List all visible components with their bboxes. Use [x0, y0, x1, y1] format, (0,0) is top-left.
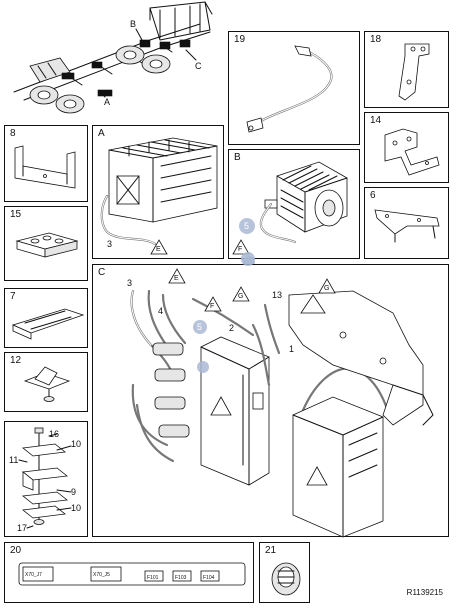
panel-fasteners: 16 10 11 9 10 17: [4, 421, 88, 537]
panel-21-label: 21: [265, 545, 277, 556]
grommet-drawing: [271, 562, 301, 596]
fastener-ref-9: 9: [71, 487, 77, 497]
panel-7: 7: [4, 288, 88, 348]
panel-a-tri-e: E: [156, 246, 161, 253]
tag-f104: F104: [203, 575, 215, 581]
clamp-12-drawing: [23, 366, 71, 402]
motor-drawing: [232, 161, 348, 268]
chassis-overview: B C A: [0, 0, 225, 120]
panel-6-label: 6: [370, 190, 376, 201]
panel-21: 21: [259, 542, 310, 603]
panel-a-ref-3: 3: [107, 239, 113, 249]
document-id: R1139215: [406, 588, 443, 597]
fasteners-drawing: [18, 427, 72, 529]
panel-a-label: A: [98, 128, 105, 139]
bracket-6-drawing: [374, 209, 440, 243]
block-15-drawing: [15, 232, 79, 258]
panel-19-label: 19: [234, 34, 246, 45]
panel-c-tri-e: E: [174, 275, 179, 282]
fastener-ref-11: 11: [9, 455, 19, 465]
panel-b-callout-5: 5: [244, 221, 250, 231]
panel-c-ref-13: 13: [272, 290, 283, 300]
cable-drawing: [246, 45, 333, 133]
fastener-ref-17: 17: [17, 523, 28, 533]
fastener-ref-16: 16: [49, 429, 60, 439]
panel-c: C: [92, 252, 449, 538]
inverter-assembly-drawing: [130, 252, 434, 538]
bracket-18-drawing: [398, 43, 430, 101]
panel-12: 12: [4, 352, 88, 412]
tag-f103: F103: [175, 575, 187, 581]
chassis-drawing: [13, 1, 213, 114]
battery-pack-drawing: [100, 137, 218, 255]
panel-18-label: 18: [370, 34, 382, 45]
panel-20-label: 20: [10, 545, 22, 556]
panel-8-label: 8: [10, 128, 16, 139]
panel-c-label: C: [98, 267, 106, 278]
panel-19: 19: [228, 31, 360, 145]
bracket-8-drawing: [14, 145, 76, 189]
bracket-7-drawing: [11, 308, 85, 340]
panel-20: 20 X70_J7 X70_J5 F101 F103 F104: [4, 542, 254, 603]
panel-15: 15: [4, 206, 88, 281]
tag-x70-j7: X70_J7: [25, 572, 42, 578]
panel-b: B F 5: [228, 149, 360, 268]
panel-c-tri-f: F: [210, 303, 215, 310]
panel-b-tri-f: F: [238, 246, 243, 253]
panel-a: A 3 E: [92, 125, 224, 259]
panel-c-ref-4: 4: [158, 306, 164, 316]
panel-15-label: 15: [10, 209, 22, 220]
tag-f101: F101: [147, 575, 159, 581]
panel-6: 6: [364, 187, 449, 259]
overview-callout-b: B: [130, 19, 137, 29]
panel-14: 14: [364, 112, 449, 183]
panel-c-ref-1: 1: [289, 344, 295, 354]
panel-7-label: 7: [10, 291, 16, 302]
panel-12-label: 12: [10, 355, 22, 366]
panel-8: 8: [4, 125, 88, 202]
tag-x70-j5: X70_J5: [93, 572, 110, 578]
panel-c-ref-2: 2: [229, 323, 235, 333]
overview-callout-a: A: [104, 97, 111, 107]
panel-14-label: 14: [370, 115, 382, 126]
fastener-ref-10b: 10: [71, 503, 82, 513]
panel-c-tri-g1: G: [238, 293, 244, 300]
label-strip-drawing: [18, 562, 246, 586]
panel-c-ref-5: 5: [197, 322, 203, 332]
panel-b-label: B: [234, 152, 241, 163]
bracket-14-drawing: [384, 128, 440, 176]
fastener-ref-10a: 10: [71, 439, 82, 449]
panel-c-ref-3: 3: [127, 278, 133, 288]
panel-18: 18: [364, 31, 449, 108]
panel-c-tri-g2: G: [324, 285, 330, 292]
overview-callout-c: C: [195, 61, 202, 71]
